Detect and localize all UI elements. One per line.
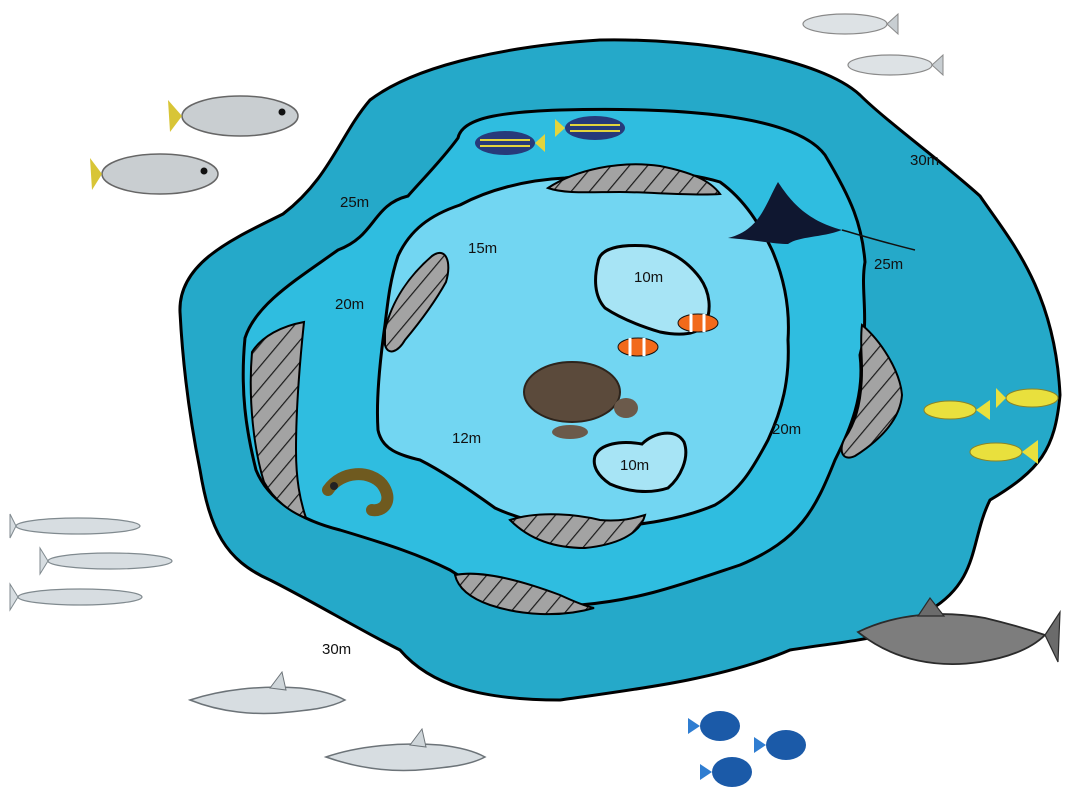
- barracuda-icon: [10, 514, 140, 538]
- depth-label-12m: 12m: [452, 430, 481, 447]
- trevally-icon: [90, 154, 218, 194]
- depth-label-10m-bottom: 10m: [620, 457, 649, 474]
- reef-shark-icon: [326, 729, 485, 771]
- triggerfish-icon: [688, 711, 740, 741]
- clownfish-icon: [618, 338, 658, 356]
- barracuda-icon: [40, 548, 172, 574]
- depth-label-25m-right: 25m: [874, 256, 903, 273]
- depth-label-25m-left: 25m: [340, 194, 369, 211]
- barracuda-icon: [10, 584, 142, 610]
- triggerfish-icon: [700, 757, 752, 787]
- clownfish-icon: [678, 314, 718, 332]
- depth-label-20m-left: 20m: [335, 296, 364, 313]
- trevally-icon: [168, 96, 298, 136]
- depth-label-20m-right: 20m: [772, 421, 801, 438]
- triggerfish-icon: [754, 730, 806, 760]
- depth-label-15m: 15m: [468, 240, 497, 257]
- reef-shark-icon: [190, 672, 345, 714]
- depth-label-30m-top-right: 30m: [910, 152, 939, 169]
- tuna-icon: [848, 55, 943, 75]
- depth-label-30m-bottom-left: 30m: [322, 641, 351, 658]
- depth-label-10m-top: 10m: [634, 269, 663, 286]
- tuna-icon: [803, 14, 898, 34]
